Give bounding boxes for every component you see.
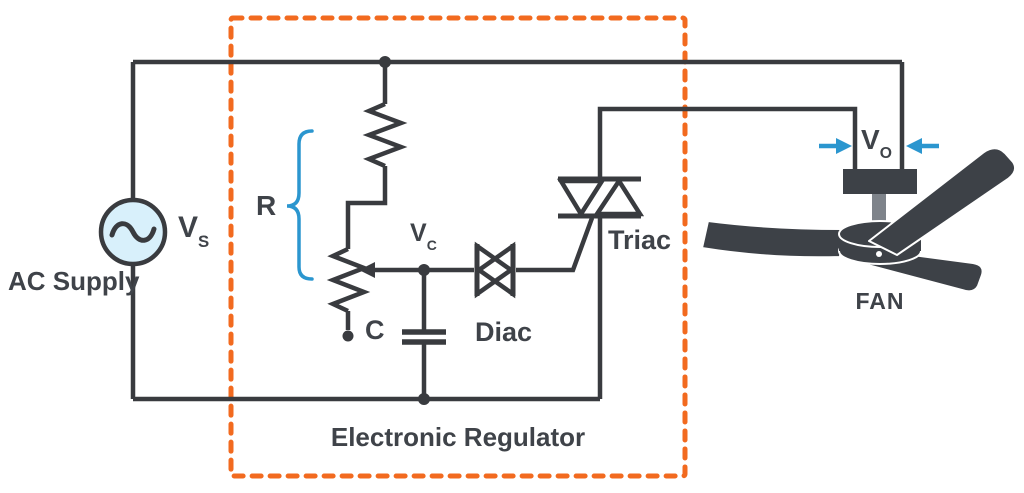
wire-triac-to-fan <box>597 106 858 178</box>
vo-main: V <box>861 124 880 155</box>
fan-label: FAN <box>855 288 905 314</box>
sine-wave-icon <box>109 221 157 243</box>
junction-dot-top <box>379 56 391 68</box>
regulator-box-label: Electronic Regulator <box>330 422 586 452</box>
junction-dot-vc <box>418 264 430 276</box>
resistor-icon <box>362 101 408 169</box>
ac-supply-label: AC Supply <box>8 266 140 296</box>
potentiometer-icon <box>326 246 371 314</box>
vo-label: VO <box>861 124 892 163</box>
vo-arrows <box>819 138 939 154</box>
pot-terminal-dot <box>342 330 354 342</box>
triac-label: Triac <box>608 225 672 255</box>
brace-icon <box>286 129 314 281</box>
arrow-left-icon <box>906 138 922 154</box>
vs-main: V <box>178 211 199 244</box>
fan-rod <box>872 194 886 222</box>
fan-blade-right <box>868 147 1017 256</box>
capacitor-label: C <box>365 315 385 345</box>
vo-subscript: O <box>879 145 892 163</box>
fan-icon <box>701 147 1017 293</box>
wire-diac-to-gate <box>516 217 595 273</box>
ac-source-icon <box>98 197 168 267</box>
diac-icon <box>474 241 516 299</box>
junction-dots <box>342 56 430 405</box>
junction-dot-bottom <box>418 393 430 405</box>
vc-main: V <box>410 219 427 247</box>
vc-subscript: C <box>426 236 437 253</box>
fan-canopy <box>843 169 917 194</box>
wire-resistor-to-pot <box>345 166 388 249</box>
vs-label: VS <box>178 211 210 252</box>
arrow-right-icon <box>836 138 852 154</box>
triac-icon <box>557 176 645 219</box>
diac-label: Diac <box>475 317 533 347</box>
fan-blade-left <box>701 220 843 259</box>
vs-subscript: S <box>198 232 210 252</box>
vc-label: VC <box>410 219 437 252</box>
wiper-arrowhead-icon <box>359 262 375 278</box>
wires <box>130 59 905 402</box>
regulator-dashed-box <box>228 15 688 479</box>
resistor-label: R <box>256 190 277 221</box>
